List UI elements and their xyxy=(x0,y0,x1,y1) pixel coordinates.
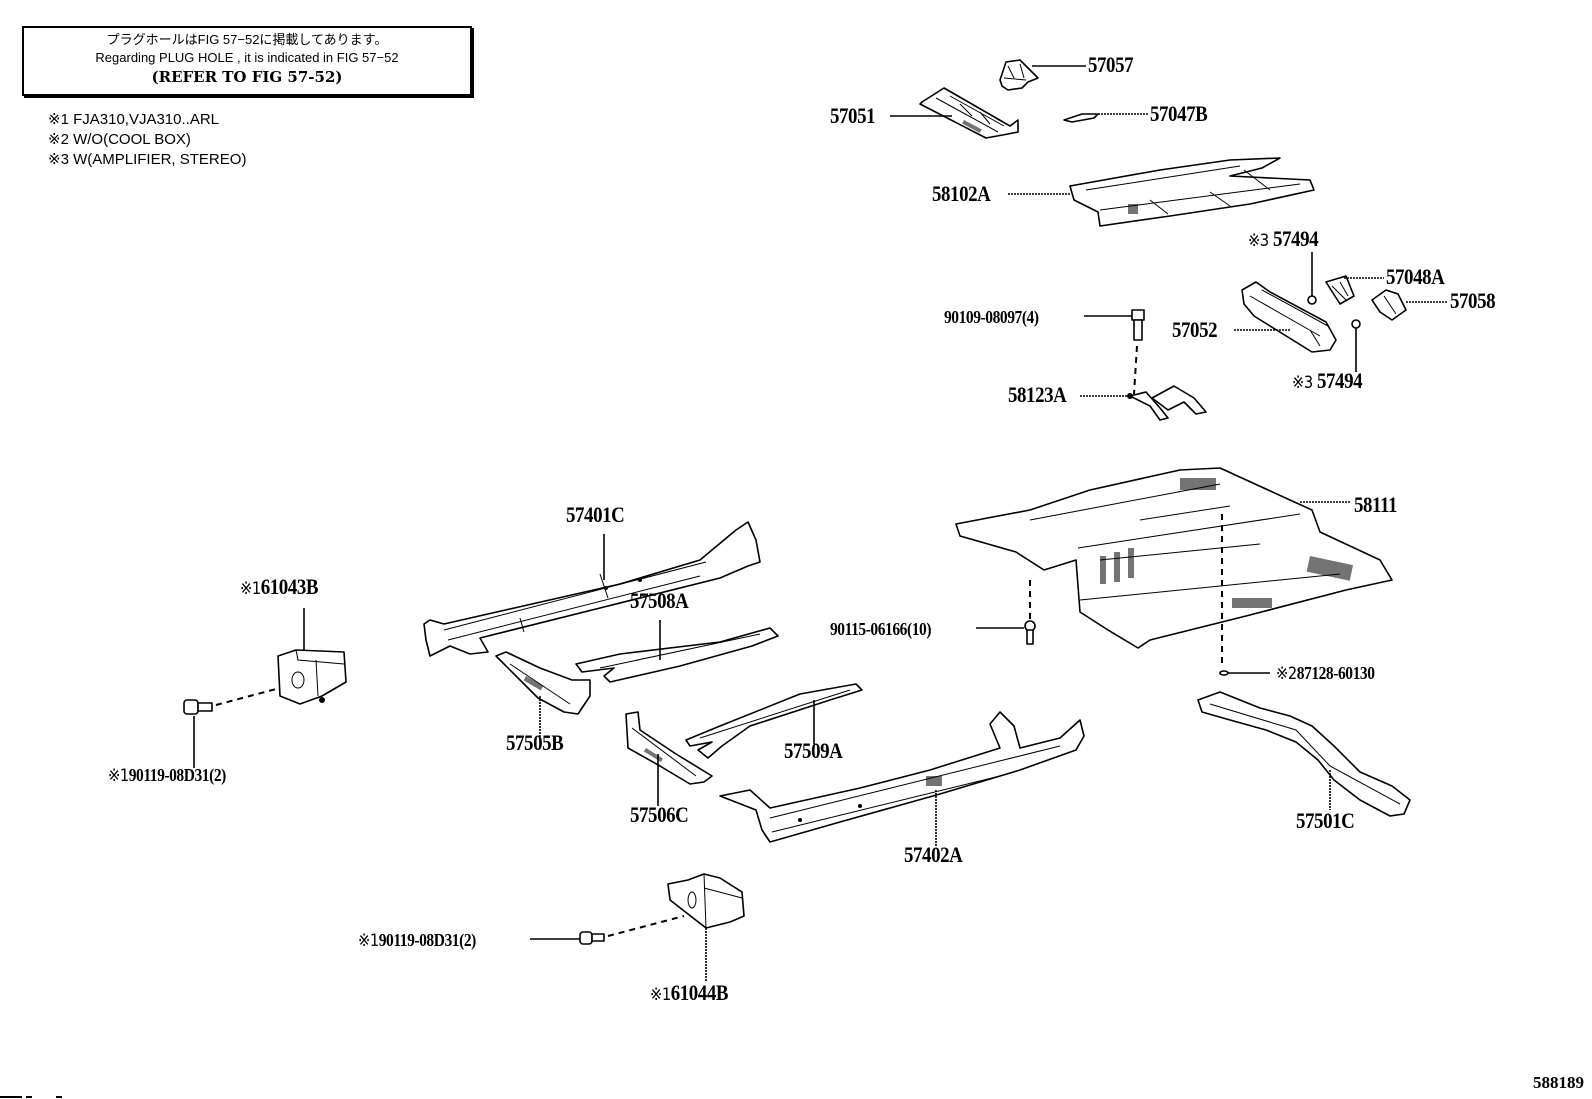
part-90109-bolt-drawing xyxy=(1084,309,1145,395)
part-57048A-drawing xyxy=(1325,275,1384,305)
note-line-english: Regarding PLUG HOLE , it is indicated in… xyxy=(95,50,399,65)
part-label-57057[interactable]: 57057 xyxy=(1088,52,1134,77)
legend-item: ※2 W/O(COOL BOX) xyxy=(48,130,246,150)
legend-mark: ※3 xyxy=(48,151,69,168)
part-label-90119-08D31-top[interactable]: ※190119-08D31(2) xyxy=(108,765,226,786)
part-57505B-drawing xyxy=(495,651,591,738)
part-57401C-drawing xyxy=(423,521,761,657)
part-58123A-drawing xyxy=(1080,385,1207,421)
part-57501C-drawing xyxy=(1197,691,1411,817)
part-label-57047B[interactable]: 57047B xyxy=(1150,101,1208,126)
part-label-61043B[interactable]: ※161043B xyxy=(240,574,319,600)
part-label-57402A[interactable]: 57402A xyxy=(904,842,963,867)
part-label-58123A[interactable]: 58123A xyxy=(1008,382,1067,407)
part-label-58111[interactable]: 58111 xyxy=(1354,492,1398,517)
part-57057-drawing xyxy=(999,59,1086,91)
figure-number: 588189 xyxy=(1533,1073,1584,1092)
dashed-guide-90119-top xyxy=(215,687,281,706)
part-label-57048A[interactable]: 57048A xyxy=(1386,264,1445,289)
part-label-57506C[interactable]: 57506C xyxy=(630,802,689,827)
part-label-61044B[interactable]: ※161044B xyxy=(650,980,729,1006)
part-57051-drawing xyxy=(890,87,1019,139)
dashed-guide-90119-bottom xyxy=(607,915,685,937)
part-label-57058[interactable]: 57058 xyxy=(1450,288,1496,313)
part-57508A-drawing xyxy=(575,620,779,683)
part-57506C-drawing xyxy=(625,711,713,806)
part-label-57401C[interactable]: 57401C xyxy=(566,502,625,527)
part-label-58102A[interactable]: 58102A xyxy=(932,181,991,206)
part-58111-drawing xyxy=(955,467,1393,649)
part-87128-plug-drawing xyxy=(1219,514,1270,676)
part-label-57505B[interactable]: 57505B xyxy=(506,730,564,755)
part-label-90115-06166[interactable]: 90115-06166(10) xyxy=(830,619,932,639)
legend-item: ※1 FJA310,VJA310..ARL xyxy=(48,110,246,130)
note-line-reference: (REFER TO FIG 57-52) xyxy=(151,68,343,86)
part-57494-top-drawing xyxy=(1307,252,1317,305)
part-90115-screw-drawing xyxy=(976,580,1036,645)
part-57402A-drawing xyxy=(719,711,1085,846)
part-label-90119-08D31-bottom[interactable]: ※190119-08D31(2) xyxy=(358,930,476,951)
part-label-57051[interactable]: 57051 xyxy=(830,103,876,128)
part-label-57494-bottom[interactable]: ※3 57494 xyxy=(1292,368,1363,394)
dashed-guide-90109 xyxy=(1133,345,1138,395)
applicability-legend: ※1 FJA310,VJA310..ARL ※2 W/O(COOL BOX) ※… xyxy=(48,110,246,170)
legend-text: FJA310,VJA310..ARL xyxy=(73,111,220,128)
legend-text: W/O(COOL BOX) xyxy=(73,131,191,148)
part-label-90109-08097[interactable]: 90109-08097(4) xyxy=(944,307,1039,327)
part-label-57052[interactable]: 57052 xyxy=(1172,317,1218,342)
part-label-57501C[interactable]: 57501C xyxy=(1296,808,1355,833)
reference-note-box: プラグホールはFIG 57−52に掲載してあります。 Regarding PLU… xyxy=(22,26,472,96)
part-61043B-drawing xyxy=(277,608,347,705)
part-label-87128-60130[interactable]: ※287128-60130 xyxy=(1276,663,1375,684)
part-57052-drawing xyxy=(1234,281,1337,353)
part-58102A-drawing xyxy=(1008,157,1315,227)
legend-mark: ※2 xyxy=(48,131,69,148)
part-61044B-drawing xyxy=(667,873,745,982)
part-90119-bottom-bolt-drawing xyxy=(530,915,685,945)
part-57047B-drawing xyxy=(1063,113,1148,123)
note-line-japanese: プラグホールはFIG 57−52に掲載してあります。 xyxy=(106,32,388,47)
part-label-57509A[interactable]: 57509A xyxy=(784,738,843,763)
legend-item: ※3 W(AMPLIFIER, STEREO) xyxy=(48,150,246,170)
legend-mark: ※1 xyxy=(48,111,69,128)
part-57509A-drawing xyxy=(685,683,863,759)
part-57494-bottom-drawing xyxy=(1351,319,1361,372)
part-label-57508A[interactable]: 57508A xyxy=(630,588,689,613)
part-label-57494-top[interactable]: ※3 57494 xyxy=(1248,226,1319,252)
legend-text: W(AMPLIFIER, STEREO) xyxy=(73,151,247,168)
part-90119-top-bolt-drawing xyxy=(183,687,281,768)
part-57058-drawing xyxy=(1371,289,1448,321)
